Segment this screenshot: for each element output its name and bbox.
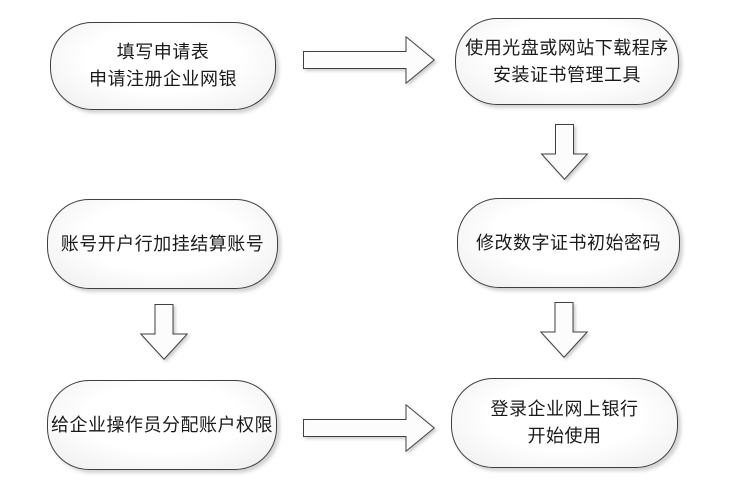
node-text-line: 登录企业网上银行 [490,399,639,419]
flow-arrow-right-icon [303,35,435,85]
flow-node-login-start-using: 登录企业网上银行 开始使用 [451,378,678,468]
node-text-line: 申请注册企业网银 [89,69,237,89]
node-text-line: 账号开户行加挂结算账号 [60,233,265,254]
flow-node-assign-permissions: 给企业操作员分配账户权限 [47,380,277,470]
flow-node-fill-application: 填写申请表 申请注册企业网银 [50,22,276,110]
node-text-line: 安装证书管理工具 [493,64,641,85]
flow-arrow-down-icon [139,304,189,360]
node-text-line: 开始使用 [527,426,602,446]
flow-arrow-right-icon [303,403,435,453]
flow-arrow-down-icon [540,124,589,180]
flow-arrow-down-icon [539,302,589,358]
node-text-line: 填写申请表 [116,42,210,62]
flow-node-install-cert-tool: 使用光盘或网站下载程序 安装证书管理工具 [455,18,679,105]
node-text-line: 修改数字证书初始密码 [476,232,661,253]
node-text-line: 使用光盘或网站下载程序 [465,37,669,58]
flow-node-change-cert-password: 修改数字证书初始密码 [457,198,680,288]
node-text-line: 给企业操作员分配账户权限 [51,414,273,435]
flow-node-attach-settlement-account: 账号开户行加挂结算账号 [47,199,278,289]
